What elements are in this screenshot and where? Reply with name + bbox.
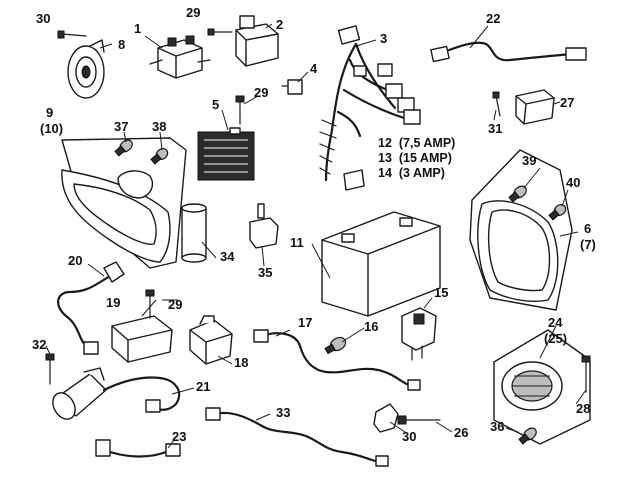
sensor-cable — [430, 41, 587, 63]
callout-27: 27 — [560, 95, 575, 110]
connector-cable — [95, 439, 181, 458]
callout-3: 3 — [380, 31, 388, 46]
cdi-unit — [235, 15, 279, 67]
callout-18: 18 — [234, 355, 249, 370]
callout-32: 32 — [32, 337, 47, 352]
sensor — [324, 336, 347, 355]
screw — [207, 28, 233, 36]
callout-34: 34 — [220, 249, 235, 264]
callout-35: 35 — [258, 265, 273, 280]
callout-11: 11 — [290, 235, 304, 250]
starter-relay — [149, 35, 211, 79]
callout-8: 8 — [118, 37, 126, 52]
cylinder-part — [181, 203, 207, 263]
callout-33: 33 — [276, 405, 291, 420]
screw — [492, 91, 501, 117]
regulator-rectifier — [197, 127, 255, 181]
callout-15: 15 — [434, 285, 449, 300]
callout-24: 24 — [548, 315, 563, 330]
callout-17: 17 — [298, 315, 313, 330]
rear-light-assembly — [469, 149, 573, 311]
callout-6: 6 — [584, 221, 592, 236]
callout-5: 5 — [212, 97, 220, 112]
fuse-12: 12 (7,5 AMP) — [378, 136, 455, 151]
bulb — [508, 185, 527, 203]
callout-37: 37 — [114, 119, 129, 134]
callout-2: 2 — [276, 17, 284, 32]
bulb — [518, 427, 537, 445]
callout-29c: 29 — [168, 297, 183, 312]
fuse-rating: (3 AMP) — [398, 166, 445, 180]
relay-with-bracket — [189, 315, 233, 365]
callout-40: 40 — [566, 175, 581, 190]
callout-28: 28 — [576, 401, 591, 416]
control-module — [111, 315, 173, 363]
callout-36: 36 — [490, 419, 505, 434]
small-relay — [281, 79, 303, 95]
switch — [401, 307, 437, 361]
callout-10: (10) — [40, 121, 64, 136]
fuse-number: 12 — [378, 136, 392, 150]
fuse-13: 13 (15 AMP) — [378, 151, 452, 166]
callout-25: (25) — [544, 331, 568, 346]
callout-30: 30 — [36, 11, 51, 26]
callout-21: 21 — [196, 379, 211, 394]
fuse-number: 13 — [378, 151, 392, 165]
horn — [67, 39, 105, 99]
sensor-cable — [57, 261, 125, 355]
callout-30b: 30 — [402, 429, 417, 444]
screw — [57, 30, 87, 39]
screw — [581, 355, 591, 393]
callout-31: 31 — [488, 121, 503, 136]
connector — [373, 403, 399, 433]
callout-4: 4 — [310, 61, 318, 76]
battery — [321, 211, 441, 317]
starter-motor — [52, 367, 181, 420]
bulb — [114, 139, 133, 157]
fuse-number: 14 — [378, 166, 392, 180]
screw — [235, 95, 245, 125]
fuse-rating: (15 AMP) — [398, 151, 452, 165]
bulb — [548, 203, 567, 221]
callout-16: 16 — [364, 319, 379, 334]
callout-29b: 29 — [254, 85, 269, 100]
flasher-relay — [515, 89, 555, 125]
callout-7: (7) — [580, 237, 596, 252]
callout-1: 1 — [134, 21, 142, 36]
callout-26: 26 — [454, 425, 469, 440]
leader-lines — [45, 23, 587, 449]
callout-39: 39 — [522, 153, 537, 168]
bulb — [150, 147, 169, 165]
fuse-rating: (7,5 AMP) — [398, 136, 456, 150]
callout-20: 20 — [68, 253, 83, 268]
callout-9: 9 — [46, 105, 54, 120]
callout-22: 22 — [486, 11, 501, 26]
fuse-14: 14 (3 AMP) — [378, 166, 445, 181]
round-lamp-assembly — [493, 329, 591, 445]
sensor-cable — [253, 329, 421, 391]
sensor-cable — [205, 407, 389, 467]
callout-23: 23 — [172, 429, 187, 444]
callout-19: 19 — [106, 295, 121, 310]
screw — [397, 415, 441, 425]
callout-29: 29 — [186, 5, 201, 20]
callout-38: 38 — [152, 119, 167, 134]
screw — [45, 353, 55, 385]
front-headlight-assembly — [61, 137, 187, 269]
wiring-harness — [319, 25, 421, 191]
small-relay — [249, 203, 279, 249]
